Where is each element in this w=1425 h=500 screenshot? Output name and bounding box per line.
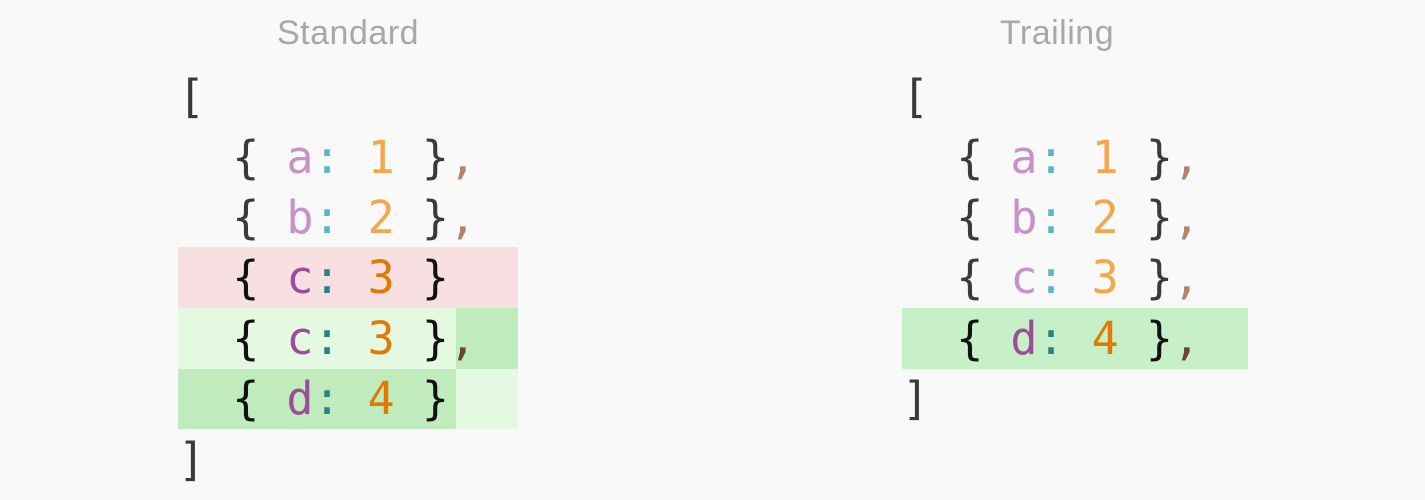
added-line-highlight (902, 308, 1248, 369)
code-line-d-added: { d: 4 }, (956, 312, 1201, 365)
close-bracket: ] (178, 433, 206, 486)
added-comma-highlight (456, 308, 518, 369)
standard-title: Standard (277, 14, 419, 52)
standard-panel: Standard [ { a: 1 }, { b: 2 }, { c: 3 } … (178, 0, 738, 500)
open-bracket: [ (178, 70, 206, 123)
code-line-c: { c: 3 }, (956, 251, 1201, 304)
trailing-title: Trailing (999, 14, 1115, 52)
code-line-b: { b: 2 }, (232, 191, 477, 244)
code-line-a: { a: 1 }, (956, 131, 1201, 184)
code-line-a: { a: 1 }, (232, 131, 477, 184)
code-line-d-added: { d: 4 } (232, 372, 449, 425)
trailing-panel: Trailing [ { a: 1 }, { b: 2 }, { c: 3 },… (902, 0, 1425, 500)
added-line-highlight-light (178, 308, 456, 369)
added-line-highlight (178, 369, 456, 429)
code-line-c-added: { c: 3 }, (232, 312, 477, 365)
code-line-b: { b: 2 }, (956, 191, 1201, 244)
code-line-c-removed: { c: 3 } (232, 251, 449, 304)
open-bracket: [ (902, 70, 930, 123)
removed-line-highlight (178, 247, 518, 308)
close-bracket: ] (902, 372, 930, 425)
added-line-highlight-light-end (456, 369, 518, 429)
